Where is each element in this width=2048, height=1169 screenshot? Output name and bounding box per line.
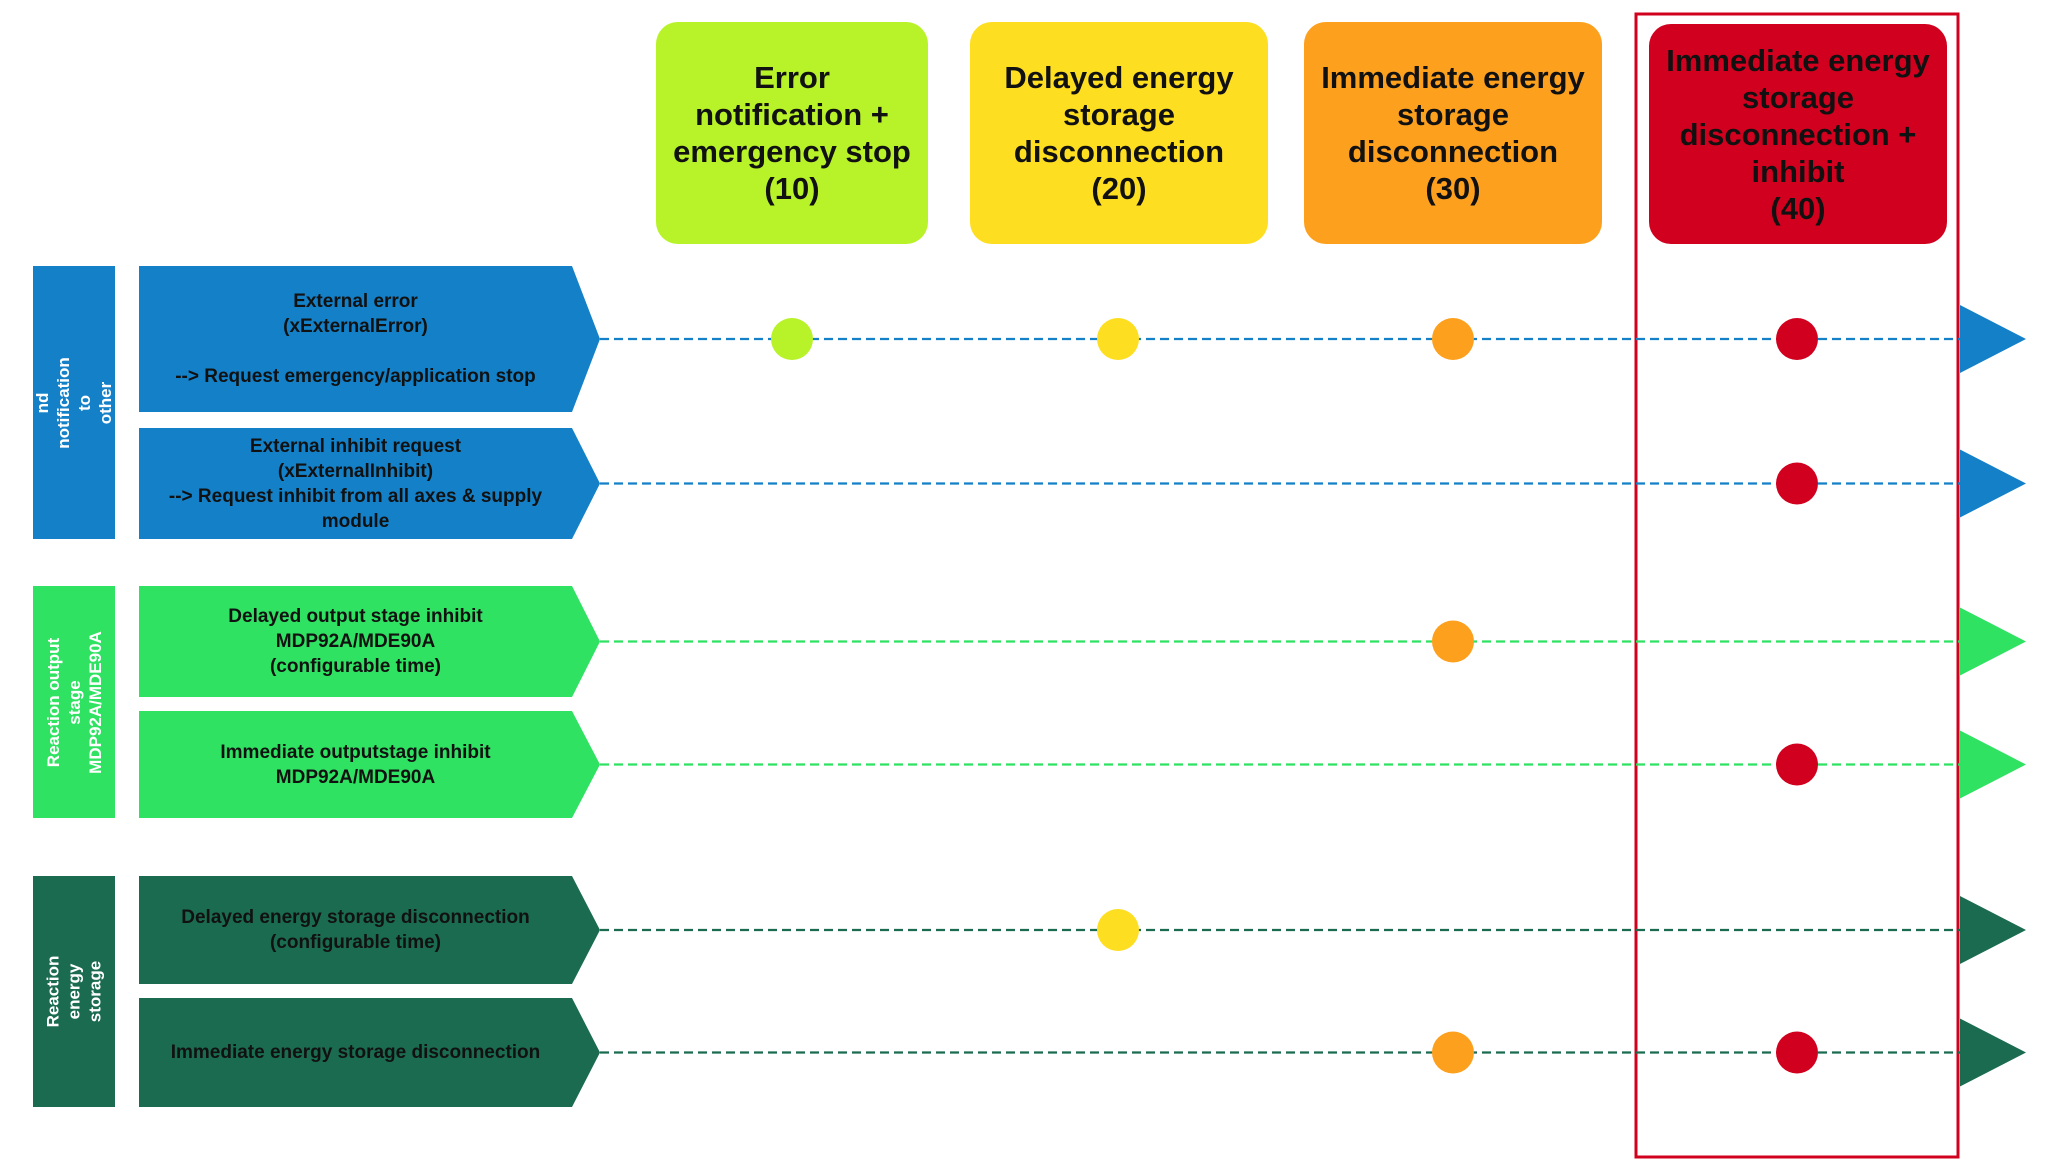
reaction-dot-row3-col3 [1432, 620, 1474, 663]
row-arrow-head [1960, 896, 2026, 964]
group-label-1: Message nd notification to other MOVIKIT… [12, 266, 136, 539]
row-arrow-head [1960, 305, 2026, 373]
column-header-2: Delayed energy storage disconnection (20… [970, 22, 1268, 244]
column-header-4: Immediate energy storage disconnection +… [1649, 24, 1947, 244]
group-label-text: Message nd notification to other MOVIKIT… [12, 356, 136, 449]
row-label-shape-5 [139, 876, 600, 984]
group-label-text: Reaction output stage MDP92A/MDE90A [43, 630, 105, 774]
row-label-5: Delayed energy storage disconnection (co… [181, 907, 530, 953]
row-label-shape-2 [139, 428, 600, 539]
row-label-1: External error (xExternalError) --> Requ… [175, 291, 536, 387]
reaction-dot-row2-col4 [1776, 462, 1818, 505]
row-label-4: Immediate outputstage inhibit MDP92A/MDE… [220, 741, 491, 788]
group-label-2: Reaction output stage MDP92A/MDE90A [33, 586, 115, 818]
reaction-dot-row6-col4 [1776, 1031, 1818, 1074]
group-label-text: Reaction energy storage [43, 955, 105, 1028]
row-label-shape-6 [139, 998, 600, 1107]
row-arrow-head [1960, 1018, 2026, 1087]
row-label-3: Delayed output stage inhibit MDP92A/MDE9… [228, 606, 483, 677]
row-arrow-head [1960, 607, 2026, 676]
column-header-1: Error notification + emergency stop (10) [656, 22, 928, 244]
reaction-dot-row1-col3 [1432, 318, 1474, 360]
reaction-dot-row1-col2 [1097, 318, 1139, 360]
reaction-dot-row1-col1 [771, 318, 813, 360]
row-label-2: External inhibit request (xExternalInhib… [168, 435, 543, 532]
row-label-shape-4 [139, 711, 600, 818]
row-label-shape-1 [139, 266, 600, 412]
reaction-dot-row4-col4 [1776, 743, 1818, 786]
reaction-dot-row5-col2 [1097, 909, 1139, 951]
row-label-6: Immediate energy storage disconnection [170, 1042, 541, 1063]
highlight-frame [1634, 12, 1960, 1159]
reaction-dot-row1-col4 [1776, 318, 1818, 360]
row-arrow-head [1960, 449, 2026, 518]
row-arrow-head [1960, 730, 2026, 799]
column-header-3: Immediate energy storage disconnection (… [1304, 22, 1602, 244]
reaction-dot-row6-col3 [1432, 1031, 1474, 1074]
group-label-3: Reaction energy storage [33, 876, 115, 1107]
row-label-shape-3 [139, 586, 600, 697]
